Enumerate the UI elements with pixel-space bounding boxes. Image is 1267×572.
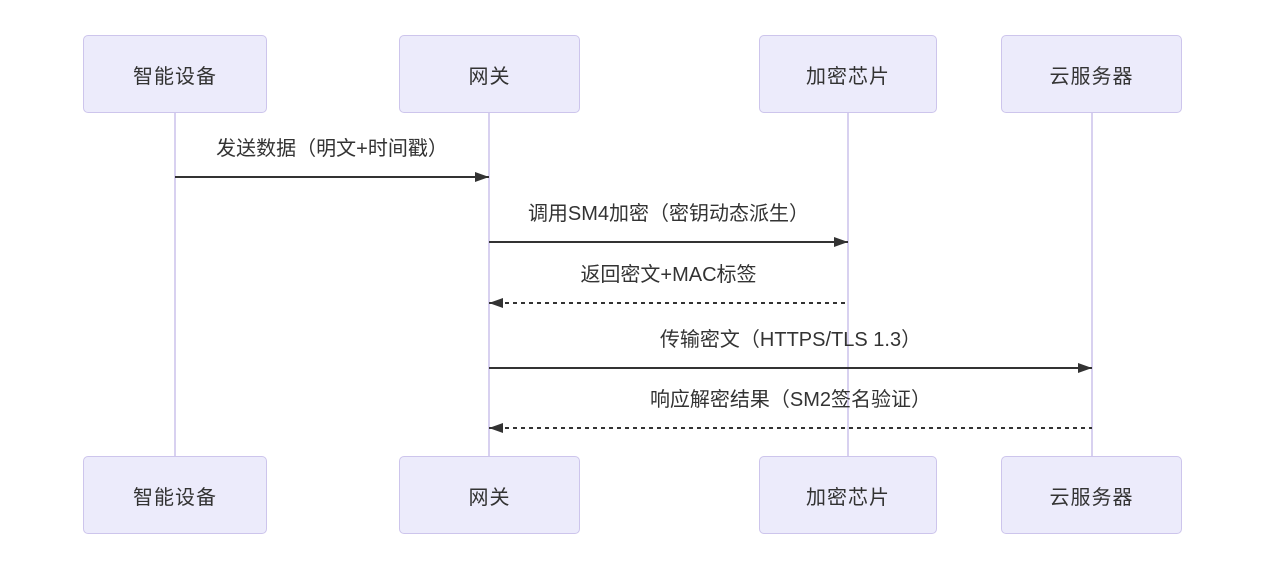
arrowhead-left-icon (489, 423, 503, 433)
arrowhead-left-icon (489, 298, 503, 308)
message-5-label: 响应解密结果（SM2签名验证） (649, 389, 932, 411)
message-1-label: 发送数据（明文+时间戳） (216, 138, 448, 160)
actor-label: 网关 (468, 486, 511, 509)
actor-smart-device-bottom: 智能设备 (83, 456, 267, 534)
actor-crypto-chip-top: 加密芯片 (759, 35, 937, 113)
message-2-line (489, 237, 848, 247)
message-4-line (489, 363, 1092, 373)
lifeline-gateway (488, 113, 490, 456)
arrowhead-right-icon (1078, 363, 1092, 373)
actor-gateway-bottom: 网关 (399, 456, 580, 534)
lifeline-cloud-server (1091, 113, 1093, 456)
actor-label: 智能设备 (133, 486, 217, 509)
actor-label: 网关 (468, 65, 511, 88)
actor-label: 云服务器 (1049, 65, 1134, 88)
actor-smart-device-top: 智能设备 (83, 35, 267, 113)
message-1-line (175, 172, 489, 182)
actor-label: 智能设备 (133, 65, 217, 88)
message-2-label: 调用SM4加密（密钥动态派生） (527, 203, 810, 225)
lifeline-crypto-chip (847, 113, 849, 456)
actor-cloud-server-bottom: 云服务器 (1001, 456, 1182, 534)
message-3-line (489, 298, 848, 308)
actor-label: 加密芯片 (806, 486, 890, 509)
actor-crypto-chip-bottom: 加密芯片 (759, 456, 937, 534)
actor-cloud-server-top: 云服务器 (1001, 35, 1182, 113)
lifeline-smart-device (174, 113, 176, 456)
arrowhead-right-icon (834, 237, 848, 247)
message-3-label: 返回密文+MAC标签 (580, 264, 757, 286)
arrowhead-right-icon (475, 172, 489, 182)
actor-gateway-top: 网关 (399, 35, 580, 113)
message-4-label: 传输密文（HTTPS/TLS 1.3） (659, 329, 922, 351)
actor-label: 加密芯片 (806, 65, 890, 88)
actor-label: 云服务器 (1049, 486, 1134, 509)
message-5-line (489, 423, 1092, 433)
